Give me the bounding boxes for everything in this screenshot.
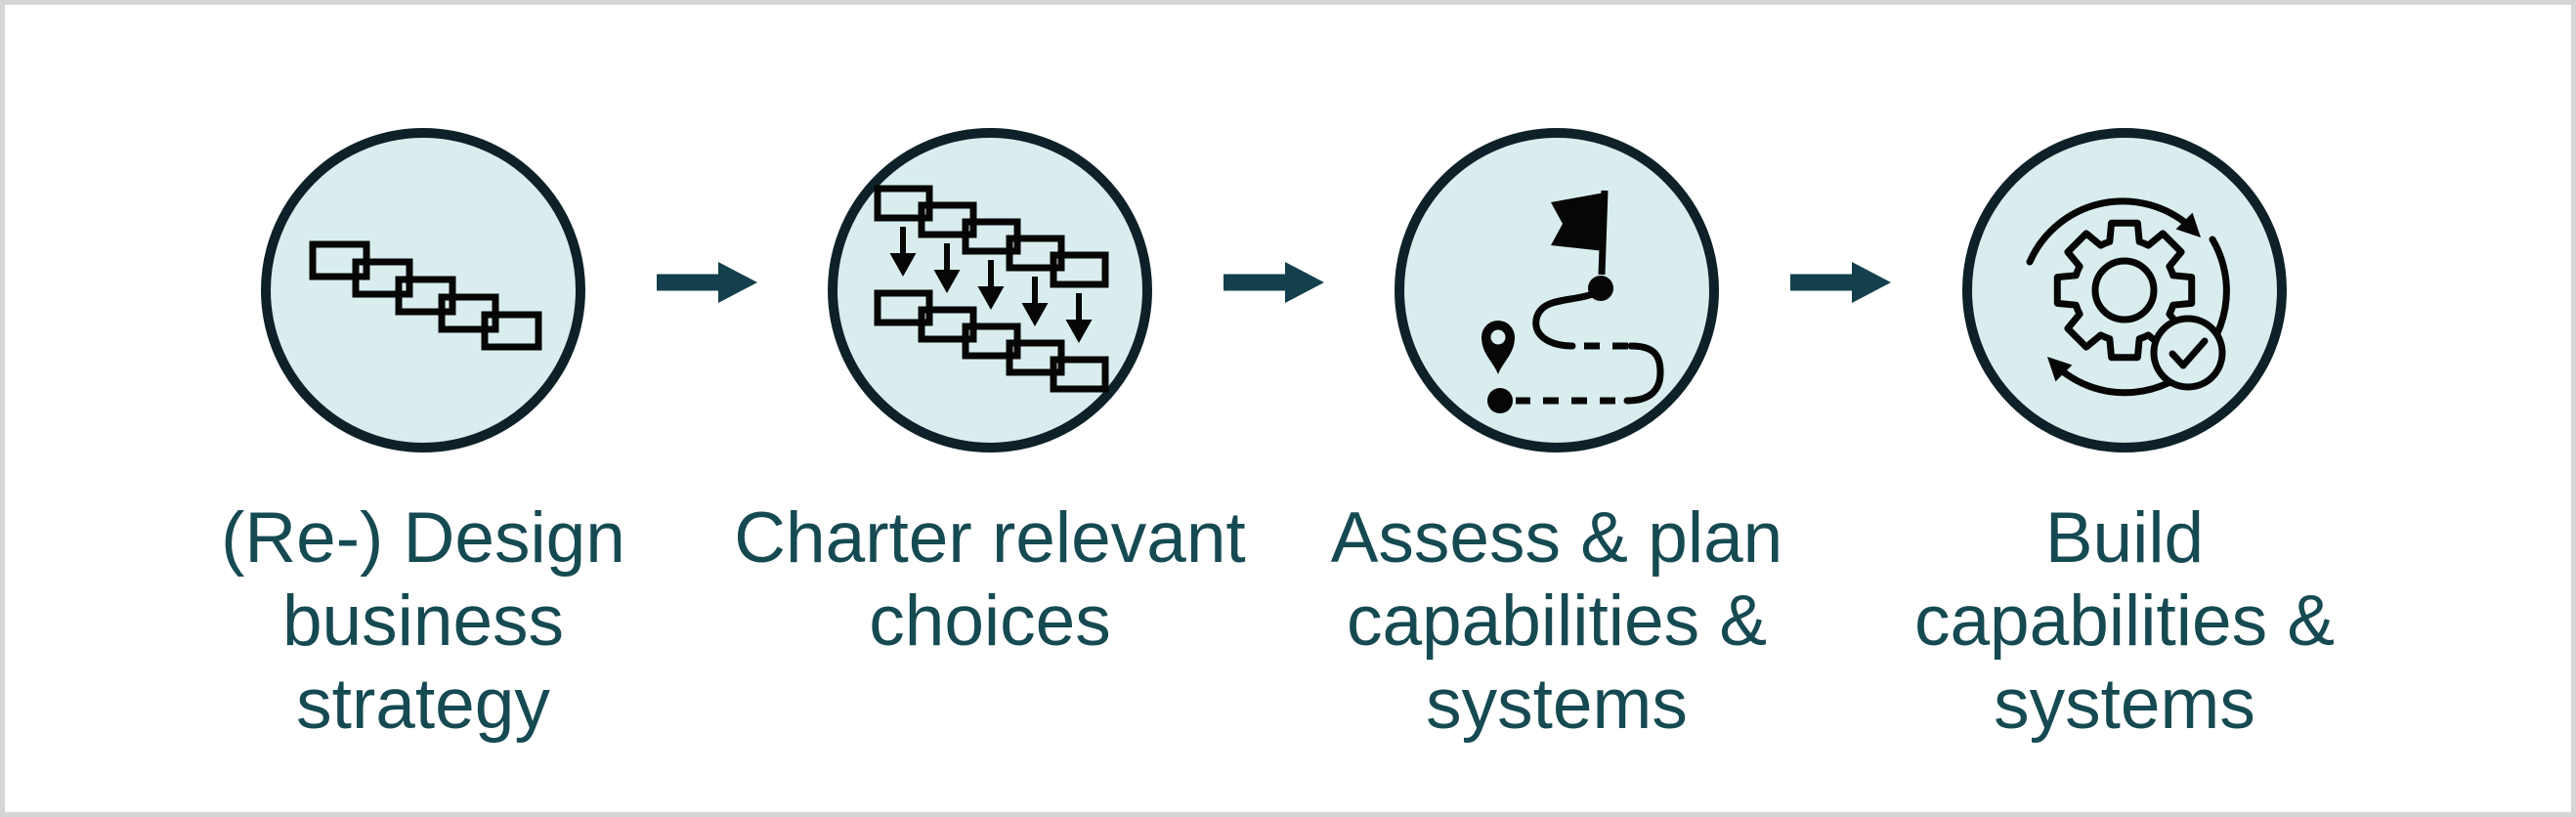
step-label-line: Build (2044, 498, 2205, 578)
cascading-choices-icon (874, 185, 1109, 393)
step-label-line: systems (1426, 665, 1688, 744)
step-circle-4 (1962, 128, 2287, 452)
step-label-line: capabilities & (1913, 581, 2336, 661)
down-arrow-icon (977, 260, 1005, 310)
step-label-line: strategy (296, 665, 550, 744)
step-label-line: (Re-) Design (221, 498, 625, 578)
roadmap-route-icon (1481, 190, 1664, 413)
step-label-1: (Re-) Design business strategy (120, 496, 726, 746)
step-label-line: Assess & plan (1330, 498, 1783, 578)
goal-flag-icon (1551, 193, 1605, 251)
step-label-line: choices (869, 581, 1111, 661)
waterfall-steps-icon (309, 240, 542, 351)
gear-cycle-check-icon (2026, 197, 2230, 397)
step-label-line: systems (1994, 665, 2255, 744)
step-circle-1 (261, 128, 585, 452)
step-label-4: Build capabilities & systems (1822, 496, 2427, 746)
gear-icon (2053, 219, 2196, 362)
check-circle-icon (2150, 315, 2226, 391)
step-label-line: business (281, 581, 565, 661)
step-label-2: Charter relevant choices (687, 496, 1293, 663)
step-label-line: Charter relevant (734, 498, 1246, 578)
location-pin-icon (1481, 321, 1515, 374)
checkmark-icon (2168, 337, 2209, 369)
down-arrow-icon (889, 227, 917, 277)
step-label-line: capabilities & (1346, 581, 1768, 661)
down-arrow-icon (1021, 277, 1049, 326)
down-arrow-icon (933, 243, 961, 293)
flow-arrow-icon (1790, 262, 1891, 303)
flow-arrow-icon (657, 262, 757, 303)
step-label-3: Assess & plan capabilities & systems (1254, 496, 1860, 746)
down-arrow-icon (1065, 293, 1093, 343)
flow-arrow-icon (1224, 262, 1324, 303)
